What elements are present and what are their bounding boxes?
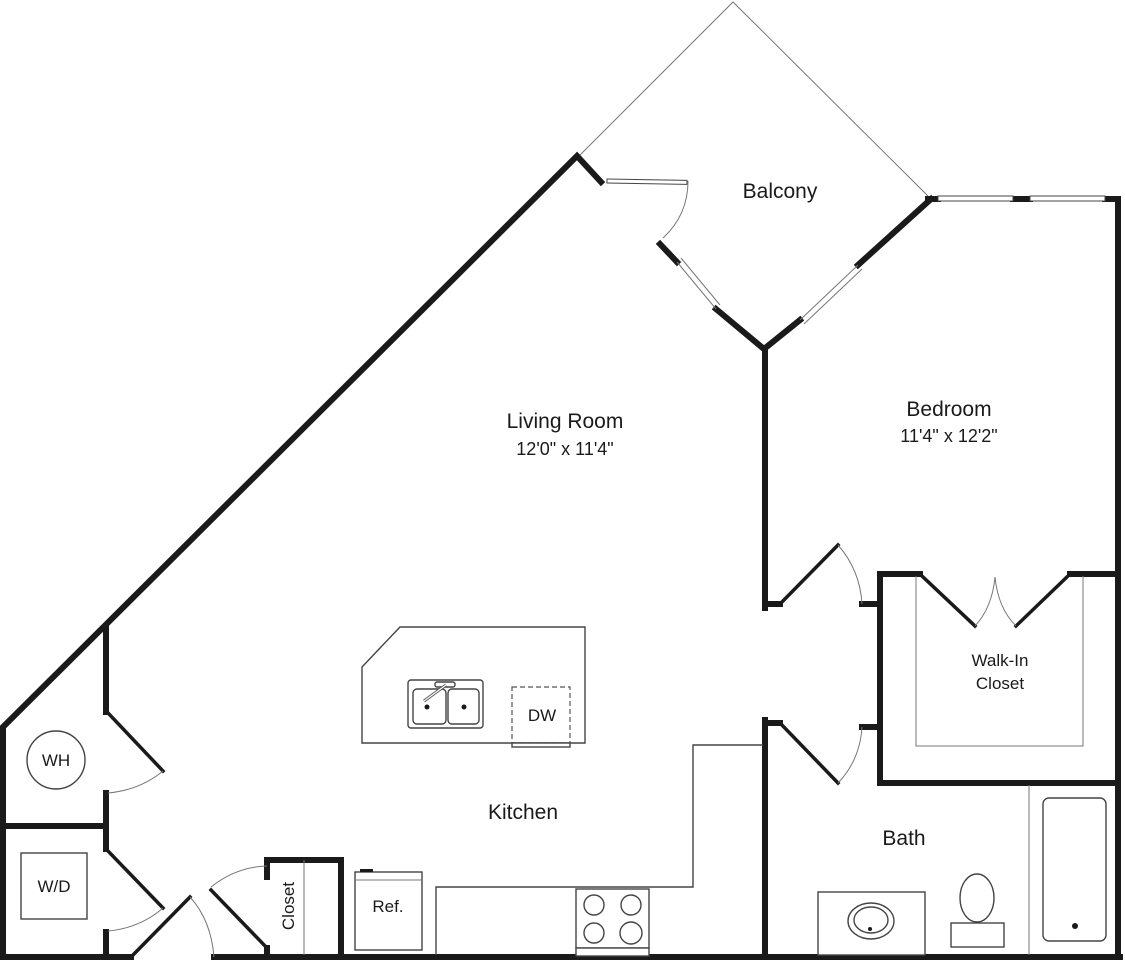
- bathtub-icon: [1042, 797, 1107, 942]
- closet-label: Closet: [279, 882, 298, 930]
- balcony-label: Balcony: [743, 180, 818, 203]
- walls: [0, 151, 1123, 960]
- bath-door[interactable]: [777, 720, 841, 786]
- walk-in-closet-label-line1: Walk-In: [972, 651, 1029, 670]
- entry-door[interactable]: [130, 894, 193, 958]
- sink-icon: [407, 679, 484, 729]
- refrigerator: Ref.: [354, 869, 423, 951]
- living-room-dimensions: 12'0" x 11'4": [516, 439, 613, 459]
- washer-dryer: W/D: [20, 852, 88, 920]
- range-icon: [575, 888, 650, 957]
- washer-dryer-label: W/D: [37, 877, 70, 896]
- kitchen-counter: Ref.: [354, 744, 763, 957]
- lavatory-sink-icon: [847, 902, 895, 940]
- bath-label: Bath: [882, 827, 925, 850]
- bedroom-dimensions: 11'4" x 12'2": [900, 426, 997, 446]
- bath-fixtures: [817, 785, 1107, 956]
- hall-closet-door[interactable]: [208, 887, 270, 951]
- closet-shelving: [915, 576, 1084, 747]
- bedroom-door[interactable]: [777, 542, 841, 607]
- windows: [676, 195, 1106, 325]
- wd-closet-door[interactable]: [105, 848, 166, 911]
- balcony-outline: [579, 1, 929, 197]
- living-room-label: Living Room: [507, 410, 624, 433]
- dishwasher-label: DW: [528, 706, 556, 725]
- wh-closet-door[interactable]: [105, 710, 166, 774]
- kitchen-label: Kitchen: [488, 801, 558, 824]
- closet-door-left[interactable]: [919, 573, 978, 629]
- toilet-icon: [950, 873, 1005, 948]
- walk-in-closet-label-line2: Closet: [976, 674, 1024, 693]
- room-labels: Balcony Living Room 12'0" x 11'4" Bedroo…: [279, 180, 1029, 930]
- water-heater: WH: [26, 730, 86, 790]
- refrigerator-label: Ref.: [372, 897, 403, 916]
- doors: [105, 178, 1071, 958]
- closet-door-right[interactable]: [1013, 573, 1071, 629]
- bedroom-label: Bedroom: [906, 398, 991, 421]
- kitchen-island: DW: [361, 626, 586, 748]
- water-heater-label: WH: [42, 751, 70, 770]
- dishwasher: [511, 686, 571, 744]
- balcony-door[interactable]: [606, 178, 688, 185]
